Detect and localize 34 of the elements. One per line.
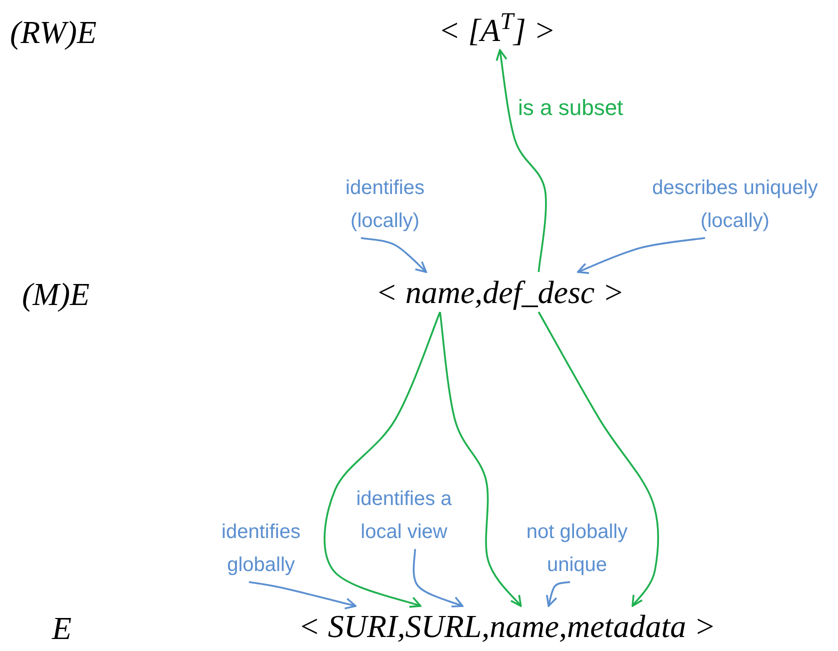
math-term: name [490, 606, 559, 646]
math-term: [A$^{T}$] [468, 10, 526, 50]
comma: , [397, 607, 406, 646]
annotation-text: identifies a local view [349, 483, 459, 549]
angle-bracket: < [298, 607, 320, 646]
math-term: metadata [567, 606, 686, 646]
angle-bracket: > [534, 11, 556, 50]
angle-bracket: > [602, 273, 624, 312]
angle-bracket: > [694, 607, 716, 646]
arrow [538, 312, 660, 607]
angle-bracket: < [438, 11, 460, 50]
comma: , [474, 273, 483, 312]
comma: , [559, 607, 567, 646]
annotation-text: identifies globally [201, 516, 321, 582]
arrow [496, 49, 547, 272]
leader-arrow [412, 549, 464, 608]
leader-arrow [546, 581, 570, 607]
arrow [439, 312, 522, 607]
math-term: SURI [328, 606, 398, 646]
math-term: name [405, 272, 475, 312]
annotation-text: describes uniquely (locally) [635, 172, 835, 238]
annotation-text: not globally unique [507, 516, 647, 582]
level-label: (M)E [22, 275, 90, 314]
annotation-text: identifies (locally) [325, 172, 445, 238]
leader-arrow [248, 581, 357, 610]
angle-bracket: < [376, 273, 398, 312]
math-term: SURL [405, 606, 482, 646]
leader-arrow [576, 237, 706, 274]
leader-arrow [360, 237, 428, 273]
arrow [324, 312, 441, 608]
level-label: E [52, 609, 72, 648]
level-label: (RW)E [10, 13, 96, 52]
math-term: def_desc [482, 272, 595, 312]
comma: , [482, 607, 490, 646]
